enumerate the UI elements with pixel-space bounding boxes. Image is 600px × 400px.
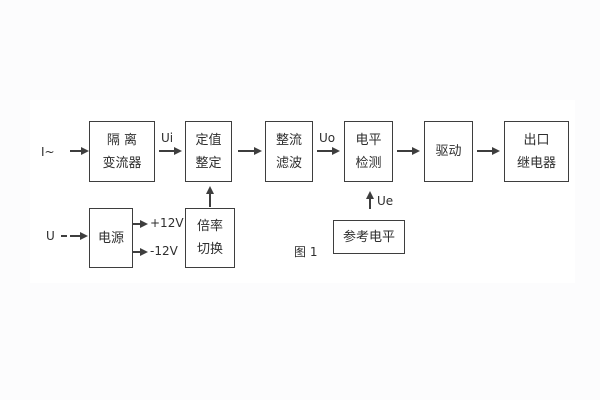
block-level-detect: 电平 检测 — [344, 121, 393, 182]
signal-neg12-label: -12V — [150, 244, 178, 258]
block-rectify-filter: 整流 滤波 — [265, 121, 313, 182]
arrow-right-icon — [317, 147, 340, 154]
arrow-up-icon — [366, 191, 373, 209]
connector-line — [61, 235, 67, 237]
arrow-up-icon — [206, 186, 213, 207]
arrow-right-icon — [133, 220, 148, 227]
block-output-relay: 出口 继电器 — [504, 121, 569, 182]
block-label: 变流器 — [102, 155, 142, 171]
arrow-right-icon — [159, 147, 182, 154]
block-setting: 定值 整定 — [185, 121, 232, 182]
block-label: 电源 — [97, 230, 124, 246]
input-current-label: I~ — [41, 145, 55, 159]
block-reference-level: 参考电平 — [333, 220, 405, 254]
block-label: 切换 — [196, 242, 223, 257]
arrow-right-icon — [133, 248, 148, 255]
input-voltage-label: U — [46, 229, 55, 243]
block-label: 隔 离 — [106, 132, 138, 148]
signal-pos12-label: +12V — [150, 216, 184, 230]
block-label: 整流 — [275, 132, 302, 148]
block-isolation-converter: 隔 离 变流器 — [89, 121, 155, 182]
signal-ue-label: Ue — [377, 194, 394, 208]
block-label: 继电器 — [516, 155, 556, 171]
block-label: 倍率 — [196, 219, 223, 234]
arrow-right-icon — [70, 232, 88, 239]
block-label: 检测 — [355, 155, 382, 171]
block-drive: 驱动 — [424, 121, 473, 182]
arrow-right-icon — [238, 147, 262, 154]
figure-caption: 图 1 — [294, 245, 318, 259]
arrow-right-icon — [70, 147, 89, 154]
block-label: 定值 — [195, 132, 222, 148]
signal-uo-label: Uo — [319, 131, 336, 145]
arrow-right-icon — [397, 147, 420, 154]
arrow-right-icon — [477, 147, 500, 154]
block-label: 滤波 — [275, 155, 302, 171]
signal-ui-label: Ui — [161, 131, 174, 145]
block-label: 出口 — [523, 132, 550, 148]
block-label: 驱动 — [435, 144, 462, 159]
block-ratio-switch: 倍率 切换 — [185, 208, 235, 268]
block-power-supply: 电源 — [89, 208, 133, 268]
block-label: 参考电平 — [342, 229, 395, 245]
block-label: 电平 — [355, 132, 382, 148]
block-label: 整定 — [195, 155, 222, 171]
